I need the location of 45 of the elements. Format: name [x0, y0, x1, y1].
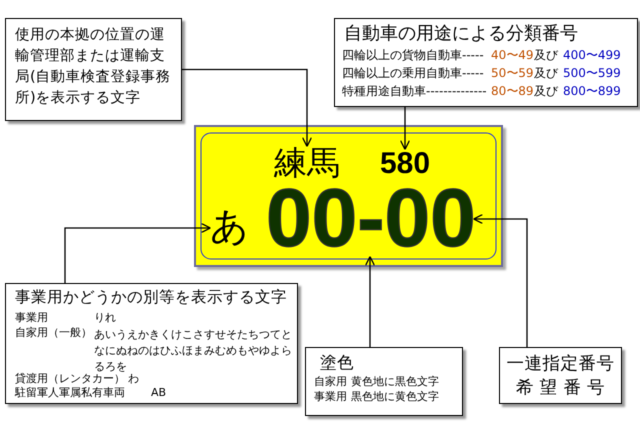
- callout-box: [334, 18, 638, 107]
- heading: 使用の本拠の位置の運輸管理部または運輸支局(自動車検査登録事務所)を表示する文字: [15, 26, 172, 108]
- callout-box: [305, 347, 463, 416]
- hiragana-list: りれ: [94, 312, 116, 325]
- heading: 一連指定番号: [506, 354, 616, 374]
- usage-category: 事業用: [314, 391, 347, 404]
- usage-category: 自家用（一般）: [15, 327, 92, 340]
- color-scheme: 黒色地に黄色文字: [351, 391, 439, 404]
- arrow: [64, 222, 212, 283]
- usage-category: 事業用: [15, 312, 48, 325]
- arrow: [182, 68, 312, 148]
- usage-category: 駐留軍人軍属私有車両: [15, 387, 125, 400]
- heading: 自動車の用途による分類番号: [344, 24, 578, 45]
- number-range: 400〜499: [563, 49, 621, 63]
- hiragana-character: あ: [210, 207, 248, 249]
- vehicle-type: 特種用途自動車--------------: [342, 85, 487, 99]
- callout-box: [5, 18, 182, 121]
- arrow: [400, 107, 410, 150]
- subheading: 希 望 番 号: [515, 378, 606, 398]
- vehicle-type: 四輪以上の貨物自動車-----: [342, 49, 484, 63]
- conjunction: 及び: [534, 85, 558, 99]
- number-range: 800〜899: [563, 85, 621, 99]
- callout-box: [499, 347, 622, 404]
- number-range: 500〜599: [563, 67, 621, 81]
- arrow: [472, 214, 528, 347]
- heading: 事業用かどうかの別等を表示する文字: [15, 289, 287, 307]
- color-scheme: 黄色地に黒色文字: [351, 376, 439, 389]
- conjunction: 及び: [534, 49, 558, 63]
- heading: 塗色: [320, 354, 354, 373]
- number-range: 80〜89: [491, 85, 534, 99]
- hiragana-list: あいうえかきくけこさすせそたちつてとなにぬねのはひふほまみむめもやゆよらるろを: [94, 327, 294, 375]
- hiragana-list: AB: [151, 387, 166, 400]
- callout-box: [5, 283, 298, 404]
- arrow: [364, 256, 376, 347]
- classification-number: 580: [374, 149, 436, 183]
- serial-number: 00-00: [266, 181, 474, 257]
- license-plate: [194, 125, 503, 267]
- place-name: 練馬: [270, 146, 344, 184]
- number-range: 50〜59: [491, 67, 534, 81]
- usage-category: 自家用: [314, 376, 347, 389]
- vehicle-type: 四輪以上の乗用自動車-----: [342, 67, 484, 81]
- number-range: 40〜49: [491, 49, 534, 63]
- hiragana-list: わ: [128, 373, 139, 386]
- usage-category: 貸渡用（レンタカー）: [15, 373, 125, 386]
- conjunction: 及び: [534, 67, 558, 81]
